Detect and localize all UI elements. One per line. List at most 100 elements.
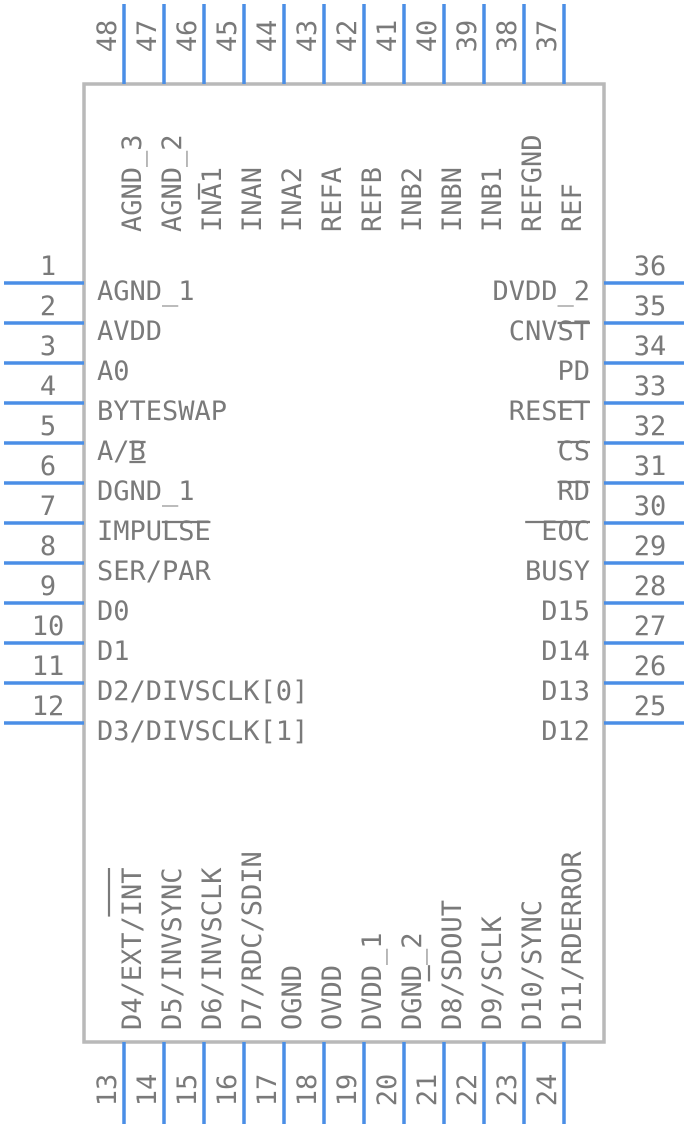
pin-labels: AGND_1AVDDA0BYTESWAPA/BDGND_1IMPULSESER/…: [97, 134, 590, 1030]
pin-15-number: 15: [172, 1074, 203, 1107]
pin-31-number: 31: [634, 451, 667, 482]
pin-label-a0: A0: [97, 356, 130, 387]
pin-label-inbn: INBN: [437, 167, 468, 232]
pin-label-d5-invsync: D5/INVSYNC: [157, 867, 188, 1030]
pin-label-pd: PD: [557, 356, 590, 387]
pin-label-dgnd-1: DGND_1: [97, 476, 195, 507]
pin-24-number: 24: [532, 1074, 563, 1107]
pin-46-number: 46: [172, 20, 203, 53]
pin-label-d3-divsclk-1: D3/DIVSCLK[1]: [97, 716, 308, 747]
pin-numbers: 1234567891011123635343332313029282726254…: [32, 20, 667, 1107]
pin-45-number: 45: [212, 20, 243, 53]
pin-26-number: 26: [634, 651, 667, 682]
pin-label-cs: CS: [557, 436, 590, 467]
pin-1-number: 1: [40, 251, 56, 282]
pin-label-avdd: AVDD: [97, 316, 162, 347]
pin-27-number: 27: [634, 611, 667, 642]
pin-label-ina1: INA1: [197, 167, 228, 232]
pin-label-ovdd: OVDD: [317, 965, 348, 1030]
pin-11-number: 11: [32, 651, 65, 682]
pin-label-byteswap: BYTESWAP: [97, 396, 227, 427]
pin-label-d12: D12: [541, 716, 590, 747]
pin-20-number: 20: [372, 1074, 403, 1107]
pin-label-d1: D1: [97, 636, 130, 667]
pin-label-cnvst: CNVST: [509, 316, 590, 347]
pin-label-eoc: EOC: [541, 516, 590, 547]
pin-label-busy: BUSY: [525, 556, 590, 587]
pin-17-number: 17: [252, 1074, 283, 1107]
pin-label-d7-rdc-sdin: D7/RDC/SDIN: [237, 851, 268, 1030]
pin-41-number: 41: [372, 20, 403, 53]
pin-28-number: 28: [634, 571, 667, 602]
pin-25-number: 25: [634, 691, 667, 722]
pin-23-number: 23: [492, 1074, 523, 1107]
pin-4-number: 4: [40, 371, 56, 402]
pin-label-d2-divsclk-0: D2/DIVSCLK[0]: [97, 676, 308, 707]
pin-2-number: 2: [40, 291, 56, 322]
pin-label-inb1: INB1: [477, 167, 508, 232]
pin-37-number: 37: [532, 20, 563, 53]
pin-16-number: 16: [212, 1074, 243, 1107]
pin-33-number: 33: [634, 371, 667, 402]
pin-47-number: 47: [132, 20, 163, 53]
pin-label-impulse: IMPULSE: [97, 516, 211, 547]
pin-13-number: 13: [92, 1074, 123, 1107]
pin-label-agnd-1: AGND_1: [97, 276, 195, 307]
pin-36-number: 36: [634, 251, 667, 282]
pin-29-number: 29: [634, 531, 667, 562]
pin-44-number: 44: [252, 20, 283, 53]
pin-19-number: 19: [332, 1074, 363, 1107]
pin-43-number: 43: [292, 20, 323, 53]
pin-6-number: 6: [40, 451, 56, 482]
pin-label-reset: RESET: [509, 396, 590, 427]
pin-14-number: 14: [132, 1074, 163, 1107]
pin-label-ognd: OGND: [277, 965, 308, 1030]
pin-label-d10-sync: D10/SYNC: [517, 900, 548, 1030]
pin-label-dgnd-2: DGND_2: [397, 932, 428, 1030]
pin-label-agnd-2: AGND_2: [157, 134, 188, 232]
pin-5-number: 5: [40, 411, 56, 442]
pin-lines: [4, 4, 684, 1124]
pin-label-inan: INAN: [237, 167, 268, 232]
pin-label-d6-invsclk: D6/INVSCLK: [197, 867, 228, 1030]
pin-label-refb: REFB: [357, 167, 388, 232]
pin-8-number: 8: [40, 531, 56, 562]
pin-7-number: 7: [40, 491, 56, 522]
pin-label-rd: RD: [557, 476, 590, 507]
pin-label-d13: D13: [541, 676, 590, 707]
pin-12-number: 12: [32, 691, 65, 722]
pin-label-d15: D15: [541, 596, 590, 627]
pin-10-number: 10: [32, 611, 65, 642]
pin-label-refgnd: REFGND: [517, 134, 548, 232]
overbars: [107, 183, 590, 982]
pin-39-number: 39: [452, 20, 483, 53]
pin-label-d9-sclk: D9/SCLK: [477, 915, 508, 1030]
pin-9-number: 9: [40, 571, 56, 602]
component-body: [82, 82, 606, 1044]
pin-label-inb2: INB2: [397, 167, 428, 232]
pin-34-number: 34: [634, 331, 667, 362]
pin-21-number: 21: [412, 1074, 443, 1107]
pin-label-d4-ext-int: D4/EXT/INT: [117, 867, 148, 1030]
pin-label-refa: REFA: [317, 167, 348, 232]
pin-42-number: 42: [332, 20, 363, 53]
pin-label-ser-par: SER/PAR: [97, 556, 212, 587]
pin-22-number: 22: [452, 1074, 483, 1107]
pin-label-d0: D0: [97, 596, 130, 627]
pin-label-d14: D14: [541, 636, 590, 667]
pin-32-number: 32: [634, 411, 667, 442]
pin-label-dvdd-2: DVDD_2: [492, 276, 590, 307]
pin-30-number: 30: [634, 491, 667, 522]
pin-label-d11-rderror: D11/RDERROR: [557, 850, 588, 1030]
pin-label-agnd-3: AGND_3: [117, 134, 148, 232]
pin-label-ina2: INA2: [277, 167, 308, 232]
pin-3-number: 3: [40, 331, 56, 362]
pin-40-number: 40: [412, 20, 443, 53]
pin-label-dvdd-1: DVDD_1: [357, 932, 388, 1030]
pin-35-number: 35: [634, 291, 667, 322]
pin-18-number: 18: [292, 1074, 323, 1107]
pin-38-number: 38: [492, 20, 523, 53]
pin-label-d8-sdout: D8/SDOUT: [437, 900, 468, 1030]
pin-label-ref: REF: [557, 183, 588, 232]
